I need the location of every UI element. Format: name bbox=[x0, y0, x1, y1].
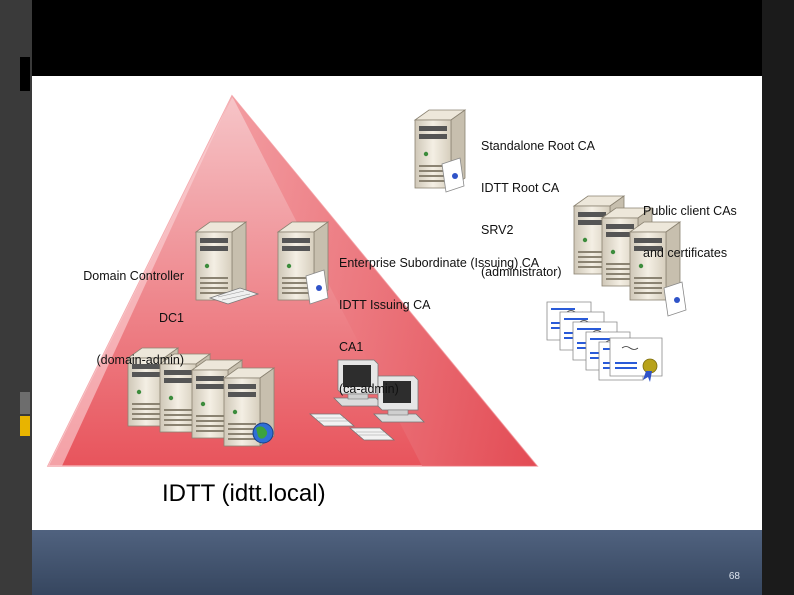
certificate-stack-icon bbox=[546, 301, 663, 382]
network-diagram bbox=[46, 94, 687, 467]
keyboard-icon bbox=[208, 287, 260, 305]
globe-icon bbox=[252, 422, 274, 444]
accent-bar-gold bbox=[20, 416, 30, 436]
footer-bar: 68 bbox=[32, 530, 762, 595]
root-ca-label: Standalone Root CA IDTT Root CA SRV2 (ad… bbox=[481, 139, 595, 279]
root-ca-certificate-icon bbox=[441, 157, 465, 193]
domain-controller-label: Domain Controller DC1 (domain-admin) bbox=[83, 269, 184, 367]
issuing-ca-label: Enterprise Subordinate (Issuing) CA IDTT… bbox=[339, 256, 540, 396]
accent-bar-gray bbox=[20, 392, 30, 414]
issuing-ca-certificate-icon bbox=[305, 269, 329, 305]
domain-title: IDTT (idtt.local) bbox=[162, 480, 326, 507]
page-number: 68 bbox=[728, 571, 740, 582]
public-ca-label: Public client CAs and certificates bbox=[643, 204, 737, 260]
left-band bbox=[0, 0, 32, 595]
accent-bar-black bbox=[20, 57, 30, 91]
public-ca-certificate-icon bbox=[663, 281, 687, 317]
slide-content: Standalone Root CA IDTT Root CA SRV2 (ad… bbox=[32, 76, 762, 530]
right-strip bbox=[762, 0, 794, 595]
